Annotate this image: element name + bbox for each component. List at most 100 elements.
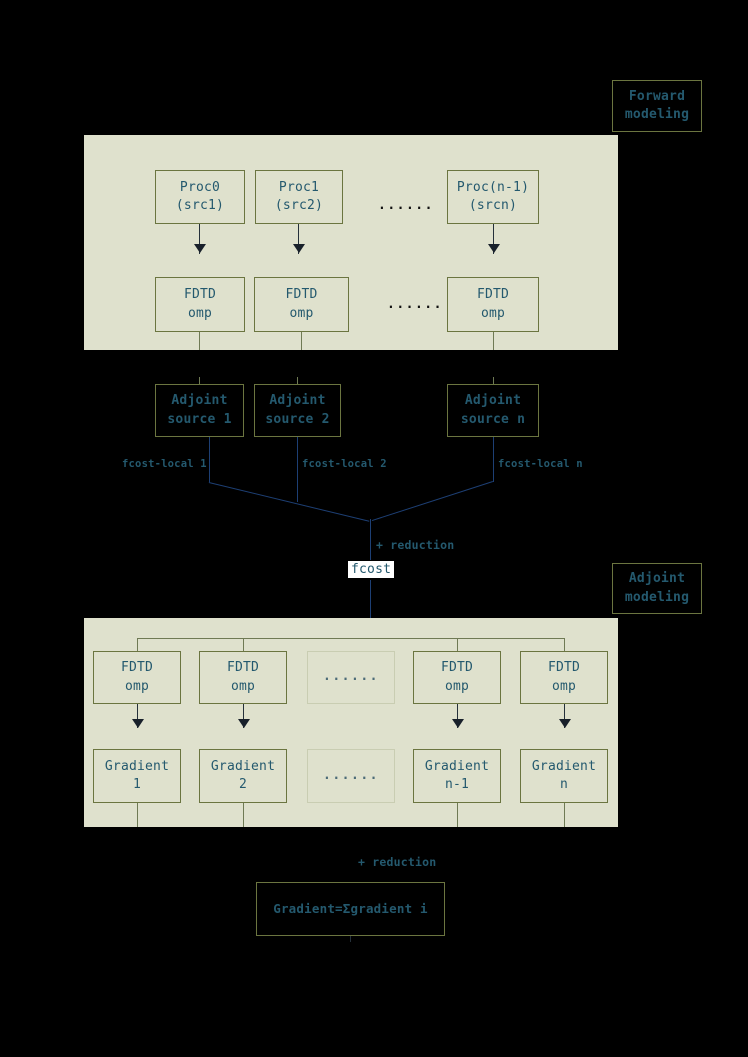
gradient-box-n1-line2: n-1 <box>444 777 470 792</box>
adjoint-source-box-n-line1: Adjoint <box>464 393 522 409</box>
adjoint-fdtd-box-n-line1: FDTD <box>547 660 581 676</box>
gradient-box-n1: Gradient n-1 <box>413 749 501 803</box>
arrow-afdtd0-grad1 <box>132 719 144 728</box>
forward-fdtd-box-0-line2: omp <box>187 305 213 321</box>
stub-adjoint-source-n <box>493 377 494 384</box>
gradient-box-1: Gradient 1 <box>93 749 181 803</box>
adjoint-fdtd-box-1-line2: omp <box>230 678 256 694</box>
forward-fdtd-row-ellipsis: ...... <box>387 297 443 312</box>
proc-box-1-line1: Proc1 <box>278 179 320 195</box>
gradient-row-ellipsis: ...... <box>323 767 379 783</box>
adjoint-source-box-2-line1: Adjoint <box>269 393 326 409</box>
adjoint-fdtd-box-0: FDTD omp <box>93 651 181 704</box>
bus-drop-fdtd-1 <box>243 638 244 651</box>
legend-forward-line2: modeling <box>624 107 690 122</box>
connector-afdtd1-grad2 <box>243 704 244 728</box>
connector-afdtdn-gradn <box>564 704 565 728</box>
gradient-total-stub <box>350 936 351 942</box>
gradient-reduction-label: + reduction <box>358 855 437 869</box>
stub-adjoint-source-1 <box>199 377 200 384</box>
adjoint-fdtd-box-1-line1: FDTD <box>226 660 260 676</box>
adjoint-fdtd-box-n1-line2: omp <box>444 678 470 694</box>
adjoint-fdtd-box-n1-line1: FDTD <box>440 660 474 676</box>
adjoint-fdtd-box-n1: FDTD omp <box>413 651 501 704</box>
legend-adjoint-line1: Adjoint <box>628 571 686 587</box>
bus-drop-fdtd-n <box>564 638 565 651</box>
connector-fdtd0-down <box>199 332 200 350</box>
proc-box-n-line1: Proc(n-1) <box>456 179 530 195</box>
adjoint-source-box-1-line2: source 1 <box>167 411 232 427</box>
fcost-local-n-label: fcost-local n <box>498 458 583 470</box>
proc-box-0-line1: Proc0 <box>179 179 221 195</box>
reduction-diagonal-left <box>208 482 370 522</box>
legend-forward-modeling: Forward modeling <box>612 80 702 132</box>
proc-box-n-line2: (srcn) <box>468 198 518 213</box>
gradient-n-drop <box>564 803 565 827</box>
adjoint-distribution-bus <box>137 638 565 639</box>
adjoint-fdtd-ellipsis-box: ...... <box>307 651 395 704</box>
proc-row-ellipsis: ...... <box>378 198 434 213</box>
fcost-local-1-label: fcost-local 1 <box>122 458 207 470</box>
reduction-diagonal-right <box>371 481 493 522</box>
gradient-total-text: Gradient=Σgradient i <box>273 901 428 917</box>
bus-drop-fdtd-n1 <box>457 638 458 651</box>
fcost-local-1-line <box>209 437 210 482</box>
legend-forward-line1: Forward <box>628 88 686 104</box>
connector-proc1-fdtd1 <box>298 224 299 254</box>
forward-fdtd-box-n-line1: FDTD <box>476 287 510 303</box>
fcost-local-2-label: fcost-local 2 <box>302 458 387 470</box>
proc-box-n: Proc(n-1) (srcn) <box>447 170 539 224</box>
arrow-afdtdn1-gradn1 <box>452 719 464 728</box>
connector-afdtdn1-gradn1 <box>457 704 458 728</box>
forward-fdtd-box-n: FDTD omp <box>447 277 539 332</box>
gradient-1-drop <box>137 803 138 827</box>
fcost-local-2-line <box>297 437 298 502</box>
fcost-local-n-line <box>493 437 494 482</box>
fcost-trunk-lower <box>370 580 371 625</box>
adjoint-fdtd-box-n-line2: omp <box>551 678 577 694</box>
fcost-value-chip: fcost <box>348 561 395 578</box>
gradient-box-2: Gradient 2 <box>199 749 287 803</box>
gradient-n1-drop <box>457 803 458 827</box>
forward-fdtd-box-1: FDTD omp <box>254 277 349 332</box>
connector-afdtd0-grad1 <box>137 704 138 728</box>
forward-fdtd-box-1-line1: FDTD <box>285 287 318 303</box>
arrow-afdtd1-grad2 <box>238 719 250 728</box>
adjoint-source-box-2-line2: source 2 <box>265 411 330 427</box>
connector-fdtd1-down <box>301 332 302 350</box>
adjoint-fdtd-box-0-line2: omp <box>124 678 150 694</box>
proc-box-0: Proc0 (src1) <box>155 170 245 224</box>
gradient-box-1-line2: 1 <box>132 777 142 792</box>
forward-fdtd-box-n-line2: omp <box>480 305 506 321</box>
legend-adjoint-line2: modeling <box>624 589 690 605</box>
adjoint-source-box-n-line2: source n <box>460 411 526 427</box>
fcost-reduction-label: + reduction <box>376 538 455 552</box>
adjoint-fdtd-box-0-line1: FDTD <box>120 660 154 676</box>
connector-procn-fdtdn <box>493 224 494 254</box>
gradient-box-2-line2: 2 <box>238 777 248 792</box>
gradient-2-drop <box>243 803 244 827</box>
bus-drop-fdtd-0 <box>137 638 138 651</box>
adjoint-fdtd-box-n: FDTD omp <box>520 651 608 704</box>
adjoint-source-box-1-line1: Adjoint <box>171 393 228 409</box>
gradient-ellipsis-box: ...... <box>307 749 395 803</box>
arrow-procn-fdtdn <box>488 244 500 253</box>
proc-box-1: Proc1 (src2) <box>255 170 343 224</box>
forward-fdtd-box-0-line1: FDTD <box>183 287 217 303</box>
gradient-total-box: Gradient=Σgradient i <box>256 882 445 936</box>
gradient-box-1-line1: Gradient <box>104 758 170 774</box>
adjoint-fdtd-row-ellipsis: ...... <box>323 669 379 685</box>
fcost-trunk-upper <box>370 519 371 560</box>
arrow-afdtdn-gradn <box>559 719 571 728</box>
adjoint-fdtd-box-1: FDTD omp <box>199 651 287 704</box>
gradient-box-n-line1: Gradient <box>531 758 597 774</box>
gradient-box-n1-line1: Gradient <box>424 758 490 774</box>
proc-box-1-line2: (src2) <box>274 198 324 213</box>
arrow-proc0-fdtd0 <box>194 244 206 253</box>
forward-fdtd-box-1-line2: omp <box>289 305 314 321</box>
proc-box-0-line2: (src1) <box>175 198 225 213</box>
stub-adjoint-source-2 <box>297 377 298 384</box>
arrow-proc1-fdtd1 <box>293 244 305 253</box>
gradient-box-n-line2: n <box>559 777 569 792</box>
